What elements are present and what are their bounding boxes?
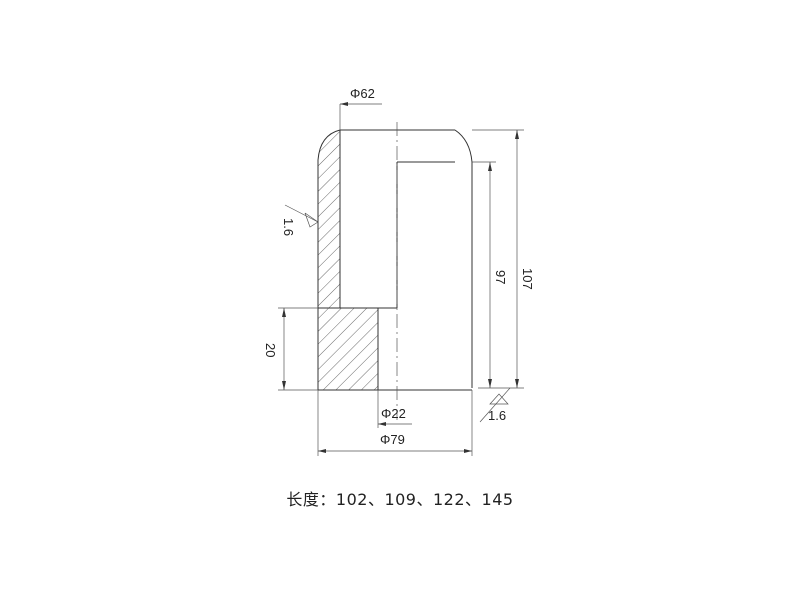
roughness-symbol-bottom: 1.6 xyxy=(479,387,511,423)
length-caption: 长度：102、109、122、145 xyxy=(286,490,514,509)
section-hatching xyxy=(318,130,378,390)
roughness-left-label: 1.6 xyxy=(281,218,296,236)
inner-diameter-label: Φ22 xyxy=(381,406,406,421)
dim-outer-diameter: Φ79 xyxy=(317,390,473,456)
dim-inner-diameter: Φ22 xyxy=(377,390,412,428)
base-height-label: 20 xyxy=(263,343,278,357)
roughness-symbol-left: 1.6 xyxy=(281,204,319,236)
top-diameter-label: Φ62 xyxy=(350,86,375,101)
dim-base-height: 20 xyxy=(263,307,318,391)
roughness-bottom-label: 1.6 xyxy=(488,408,506,423)
inner-height-label: 97 xyxy=(493,270,508,284)
total-height-label: 107 xyxy=(520,268,535,290)
dim-top-diameter: Φ62 xyxy=(339,86,382,130)
dim-inner-height: 97 xyxy=(472,161,508,388)
outer-diameter-label: Φ79 xyxy=(380,432,405,447)
part-outline xyxy=(317,122,473,420)
dim-total-height: 107 xyxy=(472,129,535,389)
